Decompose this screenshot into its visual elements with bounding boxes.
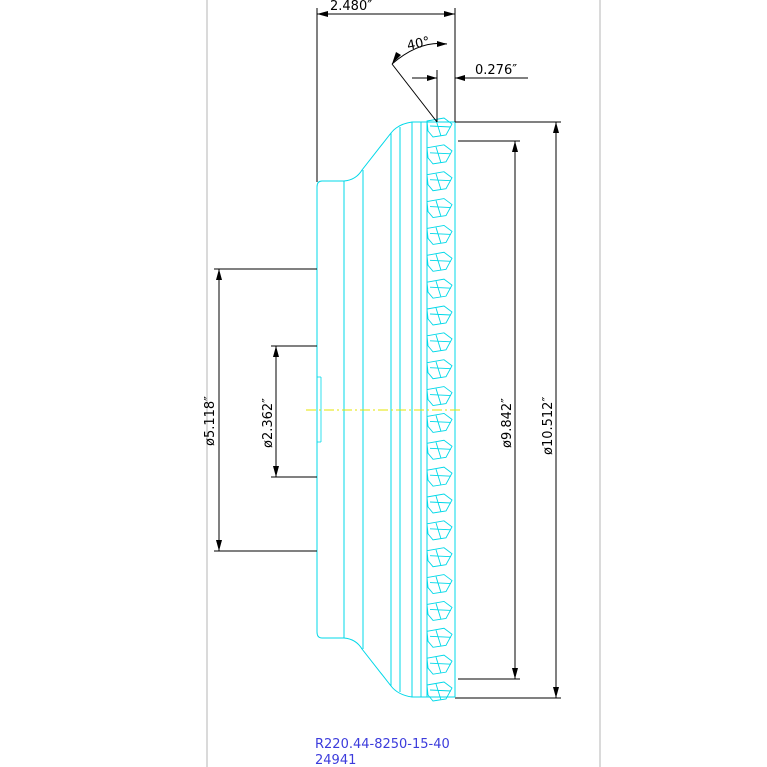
arrow-cut-top xyxy=(512,141,518,152)
dim-text-angle: 40° xyxy=(406,34,432,53)
dim-text-max: ø10.512″ xyxy=(541,397,556,455)
dim-cutting-diameter: ø9.842″ xyxy=(458,140,520,680)
insert-pocket xyxy=(426,144,453,165)
dim-text-bore: ø5.118″ xyxy=(203,396,218,446)
dim-bore-diameter: ø5.118″ xyxy=(203,268,317,552)
part-code: R220.44-8250-15-40 xyxy=(315,737,450,752)
angle-leg xyxy=(391,63,438,123)
dim-text-cut: ø9.842″ xyxy=(500,398,515,448)
arrow-angle-a xyxy=(392,52,401,64)
insert-pocket xyxy=(426,305,453,326)
insert-pocket xyxy=(426,520,453,541)
insert-pocket xyxy=(426,547,453,568)
dim-insert-offset: 0.276″ xyxy=(412,63,528,122)
insert-pocket xyxy=(426,198,453,219)
insert-pocket xyxy=(426,359,453,380)
insert-pocket xyxy=(426,171,453,192)
insert-pocket xyxy=(426,278,453,299)
arrow-offset-b xyxy=(455,75,465,81)
dim-text-pilot: ø2.362″ xyxy=(261,398,276,448)
arrow-bore-bottom xyxy=(216,540,222,551)
arrow-max-top xyxy=(553,122,559,133)
insert-pocket xyxy=(426,332,453,353)
insert-pocket xyxy=(426,466,453,487)
arrow-angle-b xyxy=(437,41,447,47)
arrow-offset-a xyxy=(427,75,437,81)
insert-pocket xyxy=(426,574,453,595)
insert-pocket xyxy=(426,654,453,675)
part-number: 24941 xyxy=(315,753,356,767)
dim-pilot-diameter: ø2.362″ xyxy=(261,345,317,478)
insert-pocket xyxy=(426,412,453,433)
insert-pocket xyxy=(426,627,453,648)
insert-pockets xyxy=(426,117,453,702)
insert-pocket xyxy=(426,439,453,460)
arrow-pilot-bottom xyxy=(273,466,279,477)
dim-lead-angle: 40° xyxy=(391,34,448,123)
arrow-max-bottom xyxy=(553,687,559,698)
arrow-right xyxy=(444,11,455,17)
cutter-profile xyxy=(316,121,455,698)
arrow-bore-top xyxy=(216,269,222,280)
insert-pocket xyxy=(426,681,453,702)
insert-pocket xyxy=(426,386,453,407)
dim-text-overall-width: 2.480″ xyxy=(330,0,372,14)
insert-pocket xyxy=(426,600,453,621)
arrow-left xyxy=(317,11,328,17)
dim-max-diameter: ø10.512″ xyxy=(455,121,561,699)
insert-pocket xyxy=(426,493,453,514)
arrow-pilot-top xyxy=(273,346,279,357)
dim-text-offset: 0.276″ xyxy=(475,63,517,78)
arrow-cut-bottom xyxy=(512,668,518,679)
insert-pocket xyxy=(426,251,453,272)
insert-pocket xyxy=(426,117,453,138)
dim-overall-width: 2.480″ xyxy=(316,0,456,182)
insert-pocket xyxy=(426,224,453,245)
